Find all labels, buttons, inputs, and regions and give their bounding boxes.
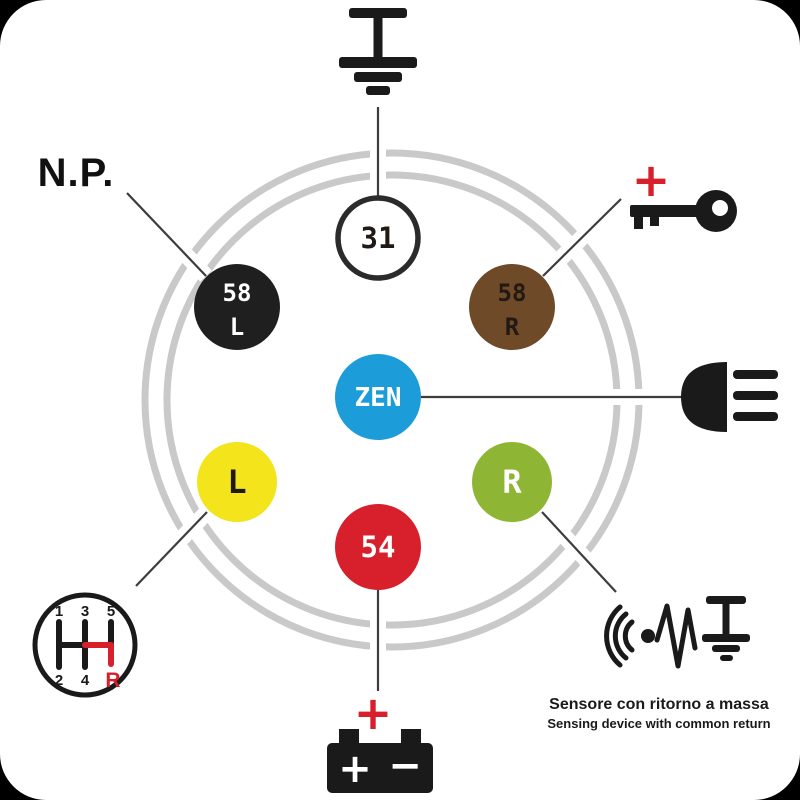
pin-l: L [197,442,277,522]
battery-negative-label: − [388,743,422,789]
headlamp-beam-3 [733,412,778,421]
pin-58l: 58 L [194,264,280,350]
pin-54-label: 54 [361,530,396,564]
wire-58l-np [126,192,207,277]
ground-stem [373,8,383,61]
battery-terminal-right [401,729,421,745]
key-head-hole [712,200,728,216]
ground-bar-small [366,86,390,95]
wire-58r-key [542,198,622,277]
gear-1: 1 [55,603,63,620]
pin-l-label: L [227,463,246,501]
gear-4: 4 [81,672,90,689]
lead-lines [121,107,686,691]
sensor-wave-medium [612,611,629,661]
sensor-dot [641,629,655,643]
sensor-ground-bar-medium [712,645,740,652]
pin-l-circle [197,442,277,522]
sensor-ground-stem [722,596,730,636]
key-tooth-1 [634,215,643,229]
pin-31-circle [335,195,421,281]
battery-body [327,743,433,793]
battery-plus-sign: + [354,686,393,740]
gear-3: 3 [81,603,89,620]
battery-positive-label: + [338,746,372,792]
battery-icon: + + − [327,686,433,793]
sensor-zigzag [654,603,698,669]
pin-58r-circle [469,264,555,350]
gear-2: 2 [55,672,63,689]
headlamp-beam-1 [733,370,778,379]
sensor-ground-icon [702,596,750,661]
pin-zen-label: ZEN [355,383,402,413]
pin-58r-label-bottom: R [505,313,520,341]
headlamp-body [681,362,727,432]
sensor-ground-bar-large [702,634,750,642]
sensor-wave-large [604,604,623,668]
pin-54: 54 [335,504,421,590]
sensor-icon: Sensore con ritorno a massa Sensing devi… [547,596,771,731]
wire-l-gear [135,511,208,587]
np-label: N.P. [38,151,115,195]
pin-r-label: R [502,463,522,501]
pin-31-label: 31 [361,221,396,255]
headlamp-icon [681,362,778,432]
ignition-key-icon: + [630,153,737,232]
gear-reverse: R [105,669,120,692]
gear-shift-icon: 1 3 5 2 4 R [32,592,138,698]
pin-58l-label-top: 58 [223,279,252,307]
key-tooth-2 [650,215,659,226]
pin-31: 31 [335,195,421,281]
pin-r-circle [472,442,552,522]
ground-bar-medium [354,72,402,82]
pin-zen: ZEN [335,354,421,440]
key-blade [630,205,700,217]
pin-54-circle [335,504,421,590]
ground-bar-large [339,57,417,68]
pins: 31 58 L 58 R ZEN L R 54 [194,195,555,590]
ignition-plus-sign: + [632,153,671,207]
sensor-caption-italian: Sensore con ritorno a massa [549,696,769,713]
gear-5: 5 [107,603,115,620]
wire-r-sensor [541,511,617,593]
pin-r: R [472,442,552,522]
pin-58r: 58 R [469,264,555,350]
pin-58r-label-top: 58 [498,279,527,307]
ground-icon [339,8,417,95]
sensor-ground-bar-small [720,655,733,661]
pin-58l-label-bottom: L [230,313,244,341]
sensor-caption-english: Sensing device with common return [547,716,770,731]
sensor-wave-small [622,619,635,653]
pin-58l-circle [194,264,280,350]
battery-terminal-left [339,729,359,745]
pin-zen-circle [335,354,421,440]
headlamp-beam-2 [733,391,778,400]
